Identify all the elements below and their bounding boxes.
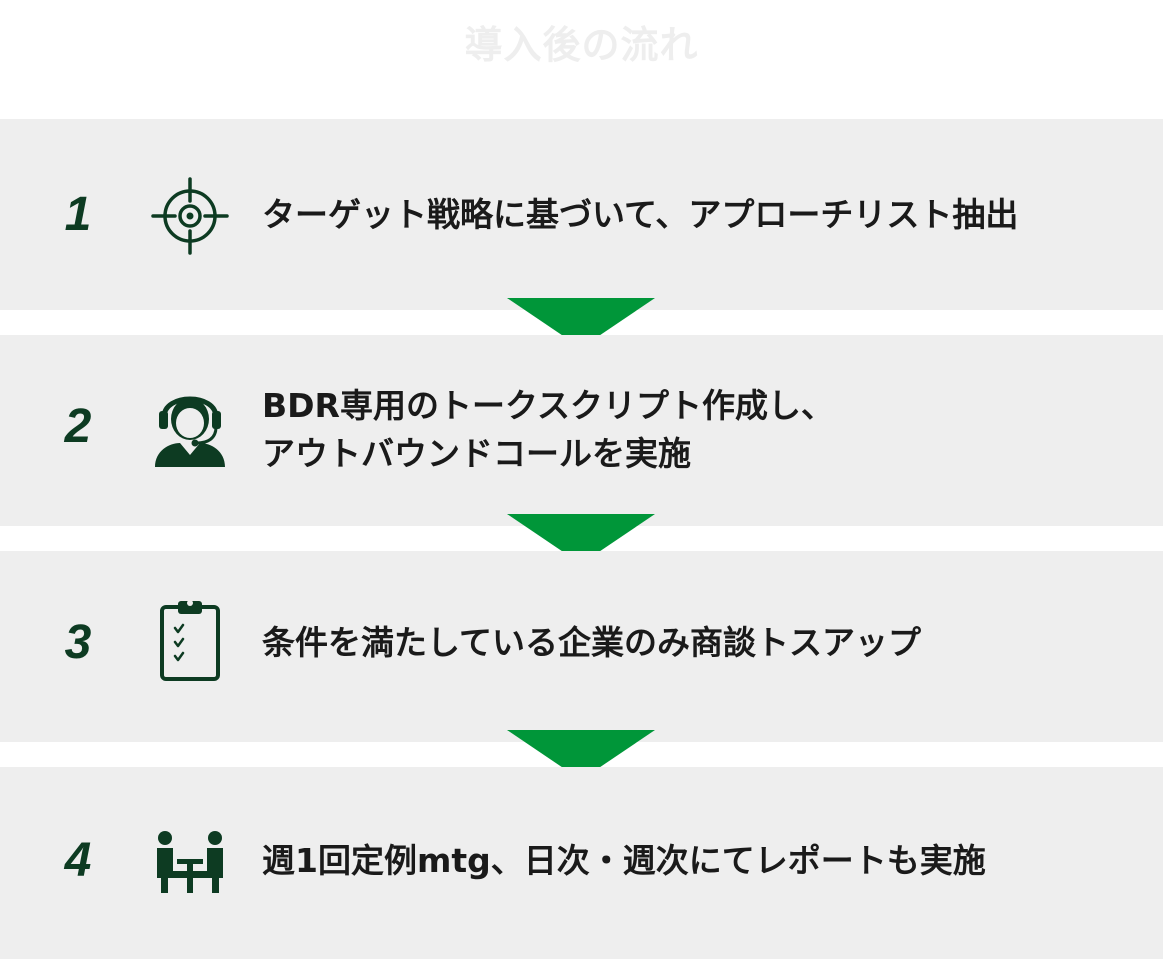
step-text: 条件を満たしている企業のみ商談トスアップ	[262, 619, 1142, 667]
step-number: 1	[64, 188, 92, 241]
step-text-line: ターゲット戦略に基づいて、アプローチリスト抽出	[262, 195, 1019, 234]
step-text-line: アウトバウンドコールを実施	[262, 434, 691, 473]
step-4: 4 週1回定例mtg、日次・週次にてレポートも実施	[0, 767, 1163, 959]
step-text-line: BDR専用のトークスクリプト作成し、	[262, 386, 834, 425]
clipboard-checklist-icon	[145, 597, 235, 687]
arrow-down-1	[507, 298, 655, 348]
arrow-down-2	[507, 514, 655, 564]
step-text-line: 条件を満たしている企業のみ商談トスアップ	[262, 623, 922, 662]
page-title: 導入後の流れ	[464, 23, 699, 67]
step-2: 2 BDR専用のトークスクリプト作成し、 アウトバウンドコールを実施	[0, 335, 1163, 526]
step-number: 3	[64, 616, 92, 669]
step-1: 1 ターゲット戦略に基づいて、アプローチリスト抽出	[0, 119, 1163, 310]
step-text: ターゲット戦略に基づいて、アプローチリスト抽出	[262, 191, 1142, 239]
step-text-line: 週1回定例mtg、日次・週次にてレポートも実施	[262, 841, 986, 880]
step-text: BDR専用のトークスクリプト作成し、 アウトバウンドコールを実施	[262, 382, 1142, 478]
operator-headset-icon	[145, 379, 235, 469]
step-3: 3 条件を満たしている企業のみ商談トスアップ	[0, 551, 1163, 742]
step-text: 週1回定例mtg、日次・週次にてレポートも実施	[262, 837, 1142, 885]
meeting-icon	[145, 815, 235, 905]
target-icon	[145, 171, 235, 261]
step-number: 2	[64, 400, 92, 453]
step-number: 4	[64, 834, 92, 887]
arrow-down-3	[507, 730, 655, 780]
